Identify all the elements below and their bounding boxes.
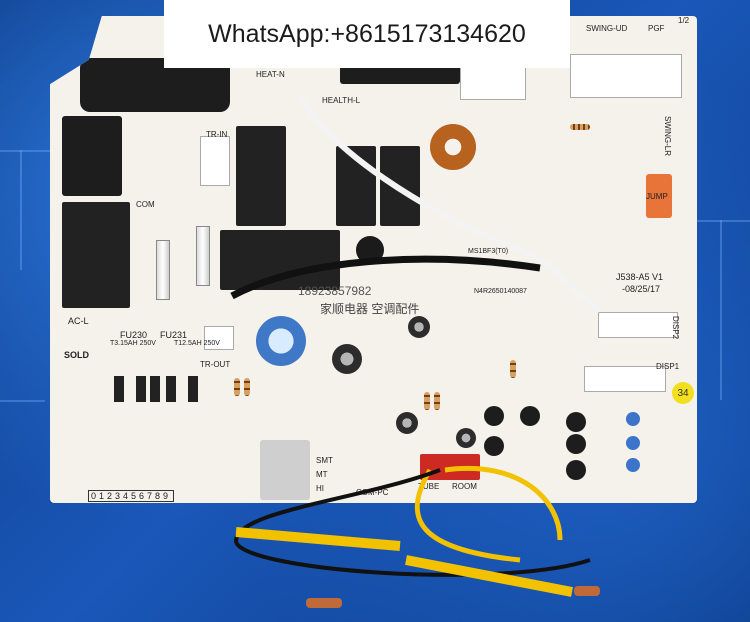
capacitor-large <box>256 316 306 366</box>
digit-strip: 0123456789 <box>88 490 175 502</box>
smt-label: SMT <box>316 456 333 465</box>
power-inductor <box>62 116 122 196</box>
capacitor <box>408 316 430 338</box>
potentiometer <box>626 458 640 472</box>
header-block <box>340 64 460 84</box>
resistor <box>244 378 250 396</box>
fuse-fu230 <box>156 240 170 300</box>
diode <box>166 376 176 402</box>
date-label: -08/25/17 <box>622 284 661 294</box>
transistor <box>566 460 586 480</box>
serial-label: N4R2650140087 <box>474 288 527 295</box>
fu230-label: FU230 <box>120 330 148 340</box>
white-wire <box>297 94 602 313</box>
badge-text: 34 <box>677 387 689 399</box>
jump-label: JUMP <box>646 192 668 201</box>
yellow-sensor-sleeve <box>405 555 573 597</box>
fu231-rating: T12.5AH 250V <box>174 340 220 347</box>
resistor <box>424 392 430 410</box>
comp-label: COM <box>136 200 155 209</box>
toroid-inductor <box>430 124 476 170</box>
cn-seller-text: 家顺电器 空调配件 <box>320 302 420 316</box>
power-relay <box>62 202 130 308</box>
part-code-label: J538-A5 V1 <box>616 272 664 282</box>
resistor <box>234 378 240 396</box>
bg-trace <box>0 400 45 402</box>
bg-trace <box>720 220 722 400</box>
ac-l-label: AC-L <box>68 316 89 326</box>
com-pc-label: COM-PC <box>356 488 389 497</box>
potentiometer <box>626 436 640 450</box>
heatsink <box>260 440 310 500</box>
tube-label: TUBE <box>418 482 440 491</box>
whatsapp-watermark: WhatsApp:+8615173134620 <box>164 0 570 68</box>
label-badge: 34 <box>672 382 694 404</box>
page-label: 1/2 <box>678 16 690 25</box>
copper-probe <box>574 586 600 596</box>
bg-trace <box>697 220 750 222</box>
capacitor <box>456 428 476 448</box>
transistor <box>484 406 504 426</box>
relay-1 <box>236 126 286 226</box>
diode <box>114 376 124 402</box>
yellow-wire <box>414 468 521 563</box>
pgf-label: PGF <box>648 24 665 33</box>
disp1-label: DISP1 <box>656 362 680 371</box>
potentiometer <box>626 412 640 426</box>
disp1-connector <box>584 366 666 392</box>
fuse-fu231 <box>196 226 210 286</box>
tr-out-connector <box>204 326 234 350</box>
tr-in-label: TR-IN <box>206 130 228 139</box>
fu230-rating: T3.15AH 250V <box>110 340 156 347</box>
tr-out-label: TR-OUT <box>200 360 231 369</box>
room-label: ROOM <box>452 482 477 491</box>
capacitor <box>396 412 418 434</box>
diode <box>136 376 146 402</box>
transistor <box>484 436 504 456</box>
heat-n-label: HEAT-N <box>256 70 285 79</box>
black-wire <box>230 255 541 300</box>
transistor <box>520 406 540 426</box>
solo-label: SOLD <box>64 350 90 360</box>
jump-connector <box>646 174 672 218</box>
transistor <box>566 434 586 454</box>
phone-watermark: 18923857982 <box>298 284 372 298</box>
yellow-wire <box>444 466 563 541</box>
fu231-label: FU231 <box>160 330 188 340</box>
resistor <box>434 392 440 410</box>
diode <box>188 376 198 402</box>
disp2-connector <box>598 312 678 338</box>
bg-trace <box>0 150 50 152</box>
diode <box>150 376 160 402</box>
resistor <box>510 360 516 378</box>
model-label: MS1BF3(T0) <box>468 248 509 255</box>
capacitor <box>332 344 362 374</box>
swing-ud-connector <box>570 54 682 98</box>
copper-probe <box>306 598 342 608</box>
swing-ud-label: SWING-UD <box>586 24 628 33</box>
yellow-sensor-sleeve <box>235 527 401 551</box>
tr-in-connector <box>200 136 230 186</box>
health-l-label: HEALTH-L <box>322 96 361 105</box>
transistor <box>566 412 586 432</box>
resistor <box>570 124 590 130</box>
bg-trace <box>20 150 22 270</box>
hi-label: HI <box>316 484 324 493</box>
mt-label: MT <box>316 470 328 479</box>
